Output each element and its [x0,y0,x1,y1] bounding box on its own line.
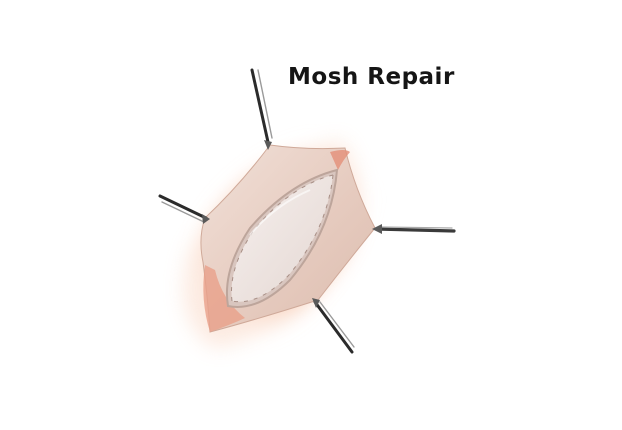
mesh-patch-icon [225,168,339,308]
retractor-instrument-bottom-icon [312,298,355,354]
illustration-title: Mosh Repair [288,64,455,90]
retractor-instrument-right-icon [372,224,456,234]
retractor-instrument-left-icon [158,194,210,224]
retractor-instrument-top-icon [250,68,273,150]
